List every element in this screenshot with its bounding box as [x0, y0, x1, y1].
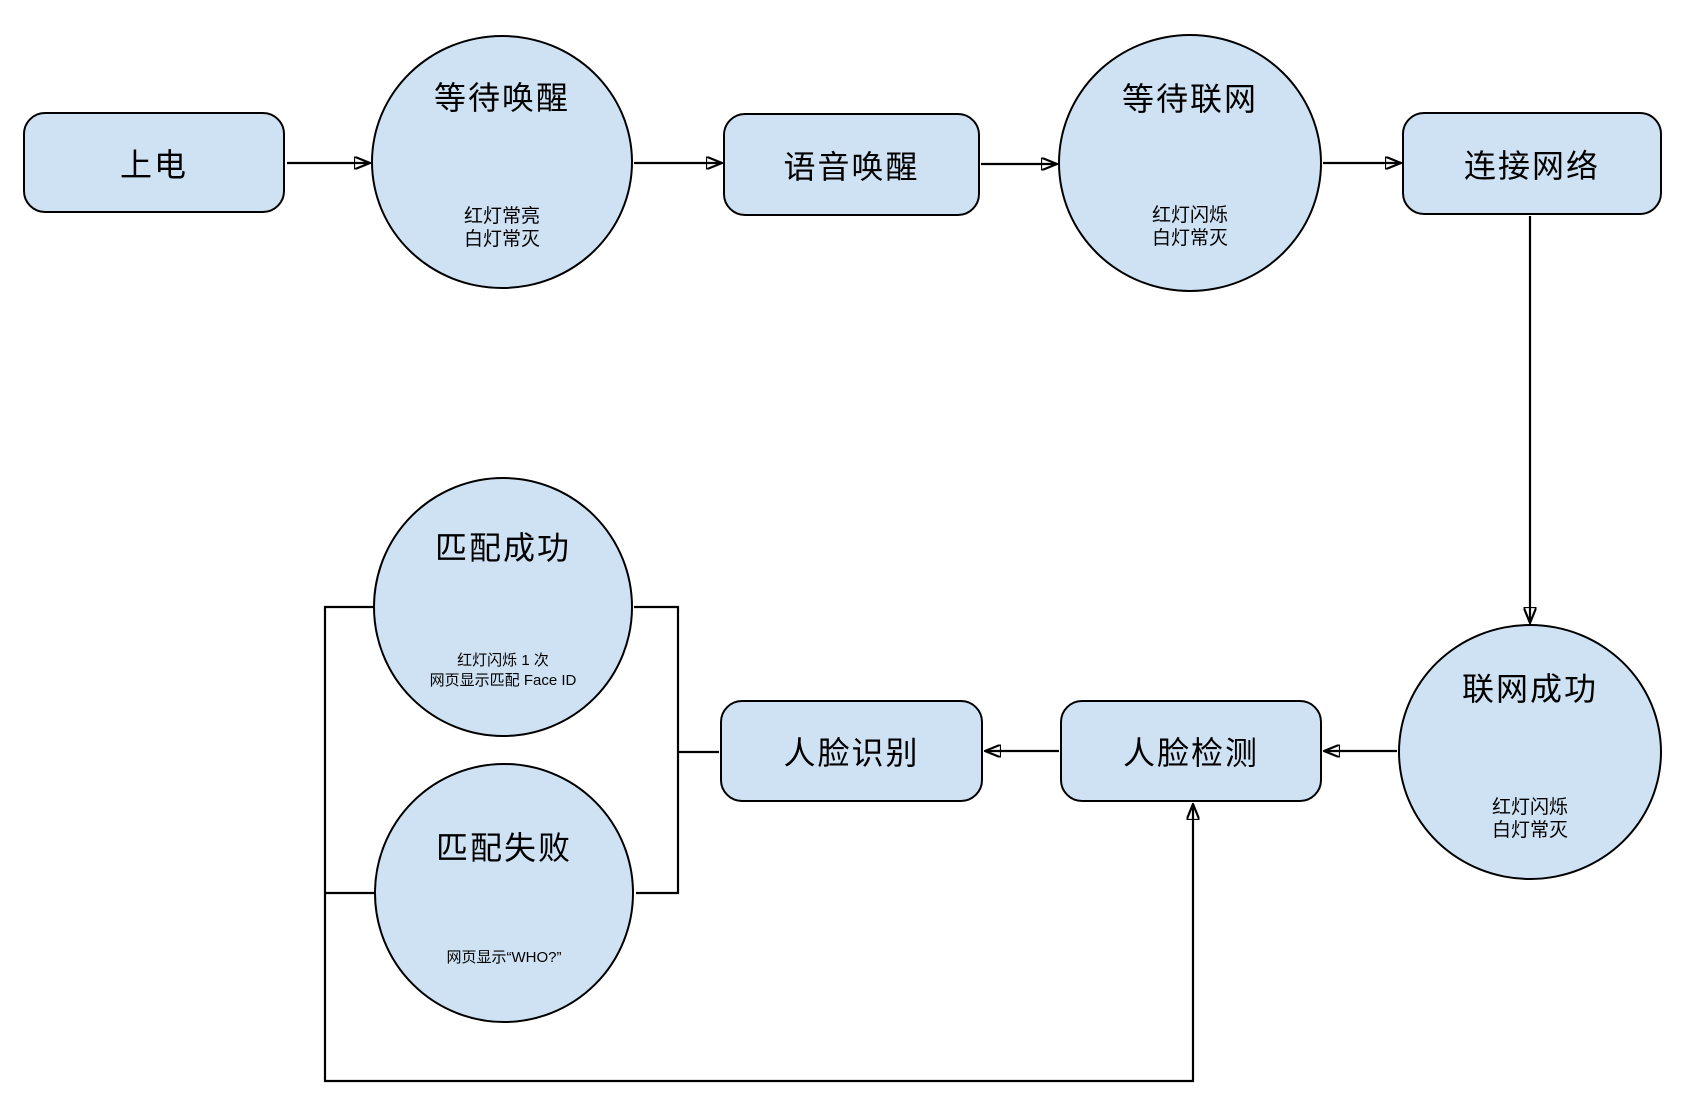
node-connect-network: 连接网络 [1402, 112, 1662, 215]
status-line: 白灯常灭 [1151, 228, 1228, 249]
status-line: 网页显示匹配 Face ID [429, 672, 577, 689]
node-wait-network-status: 红灯闪烁 白灯常灭 [1060, 204, 1320, 250]
node-network-success-title: 联网成功 [1461, 671, 1598, 707]
status-line: 红灯闪烁 [1151, 205, 1228, 226]
node-power-on: 上电 [23, 112, 285, 213]
node-face-detect-label: 人脸检测 [1122, 735, 1259, 771]
node-wait-wake-title: 等待唤醒 [433, 80, 570, 116]
node-face-recognize-label: 人脸识别 [783, 735, 920, 771]
status-line: 网页显示“WHO?” [446, 949, 562, 966]
connector-match-right-bracket [634, 605, 680, 895]
node-match-fail: 匹配失败 网页显示“WHO?” [374, 763, 634, 1023]
node-match-success-title: 匹配成功 [434, 530, 571, 566]
status-line: 红灯常亮 [463, 206, 540, 227]
node-match-fail-status: 网页显示“WHO?” [376, 948, 632, 968]
connector-loop-to-facedetect [323, 605, 1193, 1083]
status-line: 红灯闪烁 [1491, 797, 1568, 818]
node-connect-network-label: 连接网络 [1463, 147, 1600, 184]
node-match-success: 匹配成功 红灯闪烁 1 次 网页显示匹配 Face ID [373, 477, 633, 737]
node-power-on-label: 上电 [119, 146, 188, 183]
node-network-success: 联网成功 红灯闪烁 白灯常灭 [1398, 624, 1662, 880]
node-face-recognize: 人脸识别 [720, 700, 983, 802]
node-match-fail-title: 匹配失败 [435, 830, 572, 866]
node-voice-wake: 语音唤醒 [723, 113, 980, 216]
status-line: 白灯常灭 [463, 229, 540, 250]
node-match-success-status: 红灯闪烁 1 次 网页显示匹配 Face ID [375, 651, 631, 691]
node-voice-wake-label: 语音唤醒 [783, 148, 920, 185]
node-wait-network: 等待联网 红灯闪烁 白灯常灭 [1058, 34, 1322, 292]
node-face-detect: 人脸检测 [1060, 700, 1322, 802]
node-wait-network-title: 等待联网 [1121, 81, 1258, 117]
node-wait-wake: 等待唤醒 红灯常亮 白灯常灭 [371, 35, 633, 289]
node-network-success-status: 红灯闪烁 白灯常灭 [1400, 796, 1660, 842]
status-line: 红灯闪烁 1 次 [457, 652, 549, 669]
status-line: 白灯常灭 [1491, 820, 1568, 841]
node-wait-wake-status: 红灯常亮 白灯常灭 [373, 205, 631, 251]
